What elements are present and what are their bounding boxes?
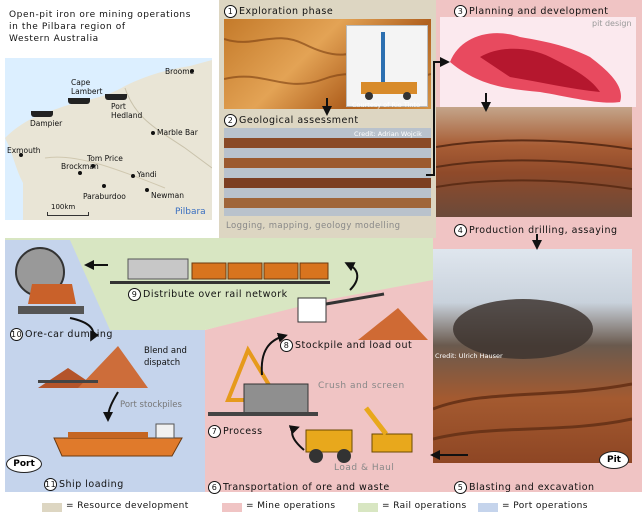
pit-design-caption: pit design [592,19,632,28]
legend-swatch-resource [42,503,62,512]
map-region-label: Pilbara [175,207,206,217]
logging-caption: Logging, mapping, geology modelling [226,221,401,231]
legend-mine: = Mine operations [246,501,336,511]
car-dumper-graphic [15,247,84,314]
dot-tom-price [91,164,95,168]
title-line-3: Western Australia [9,34,99,44]
blast-cloud [432,299,633,441]
place-newman: Newman [151,191,185,200]
place-tom-price: Tom Price [87,154,123,163]
arrow-6-7 [288,425,305,451]
pit-badge: Pit [599,451,629,469]
dot-yandi [131,174,135,178]
pit-design-panel: pit design [440,17,636,107]
map-land [5,60,212,220]
core-trays [224,138,431,208]
credit-ulrich-caption: Credit: Ulrich Hauser [435,352,503,360]
place-broome: Broome [165,67,195,76]
crush-caption: Crush and screen [318,381,405,391]
dot-paraburdoo [102,184,106,188]
arrow-2-3 [426,57,450,176]
title-line-2: in the Pilbara region of [9,22,126,32]
legend-swatch-rail [358,503,378,512]
pit-benches [435,139,633,190]
blend-caption-2: dispatch [144,358,181,368]
courtesy-caption: Courtesy of Rio Tinto [352,101,421,109]
dot-broome [190,69,194,73]
drill-rig-inset [346,25,428,107]
train-graphic [110,258,330,284]
blasting-photo: Credit: Ulrich Hauser [432,249,633,463]
legend-rail: = Rail operations [382,501,467,511]
drill-rig-icon [361,32,417,100]
port-stockpiles-caption: Port stockpiles [120,400,182,410]
pilbara-map: Broome Cape Lambert Dampier Port Hedland… [5,58,212,220]
arrow-blend-ship [103,391,119,422]
open-pit-photo [435,107,633,217]
legend-resource: = Resource development [66,501,189,511]
arrow-7-8 [260,332,288,376]
place-paraburdoo: Paraburdoo [83,192,126,201]
credit-adrian-caption: Credit: Adrian Wojcik [354,130,422,138]
core-trays-photo: Credit: Adrian Wojcik [224,128,431,216]
legend-swatch-mine [222,503,242,512]
truck-excavator-graphic [305,406,413,463]
dot-exmouth [19,153,23,157]
map-scale-label: 100km [51,203,76,211]
arrow-10-blend [69,317,100,342]
pit-design-graphic [450,33,621,103]
place-brockman: Brockman [61,162,99,171]
exploration-photo: Courtesy of Rio Tinto [223,19,432,109]
load-haul-caption: Load & Haul [334,463,395,473]
place-cape-lambert: Cape Lambert [71,78,103,96]
ship-icon-port-hedland [105,94,127,100]
dot-brockman [78,171,82,175]
stacker-graphic [297,292,428,340]
legend-port: = Port operations [502,501,588,511]
place-dampier: Dampier [30,119,63,128]
dot-marble-bar [151,131,155,135]
place-yandi: Yandi [137,170,157,179]
stockpile-blend-graphic [38,346,148,388]
blend-caption-1: Blend and [144,346,187,356]
place-port-hedland: Port Hedland [111,102,143,120]
port-badge: Port [6,455,42,473]
title-line-1: Open-pit iron ore mining operations [9,10,192,20]
ship-graphic [53,423,183,457]
ship-icon-dampier [31,111,53,117]
dot-newman [145,188,149,192]
map-scale-bar [47,212,89,216]
place-exmouth: Exmouth [7,146,41,155]
arrow-8-9 [344,262,359,291]
processing-plant-graphic [208,345,318,416]
ship-icon-cape-lambert [68,98,90,104]
legend-swatch-port [478,503,498,512]
place-marble-bar: Marble Bar [157,128,198,137]
